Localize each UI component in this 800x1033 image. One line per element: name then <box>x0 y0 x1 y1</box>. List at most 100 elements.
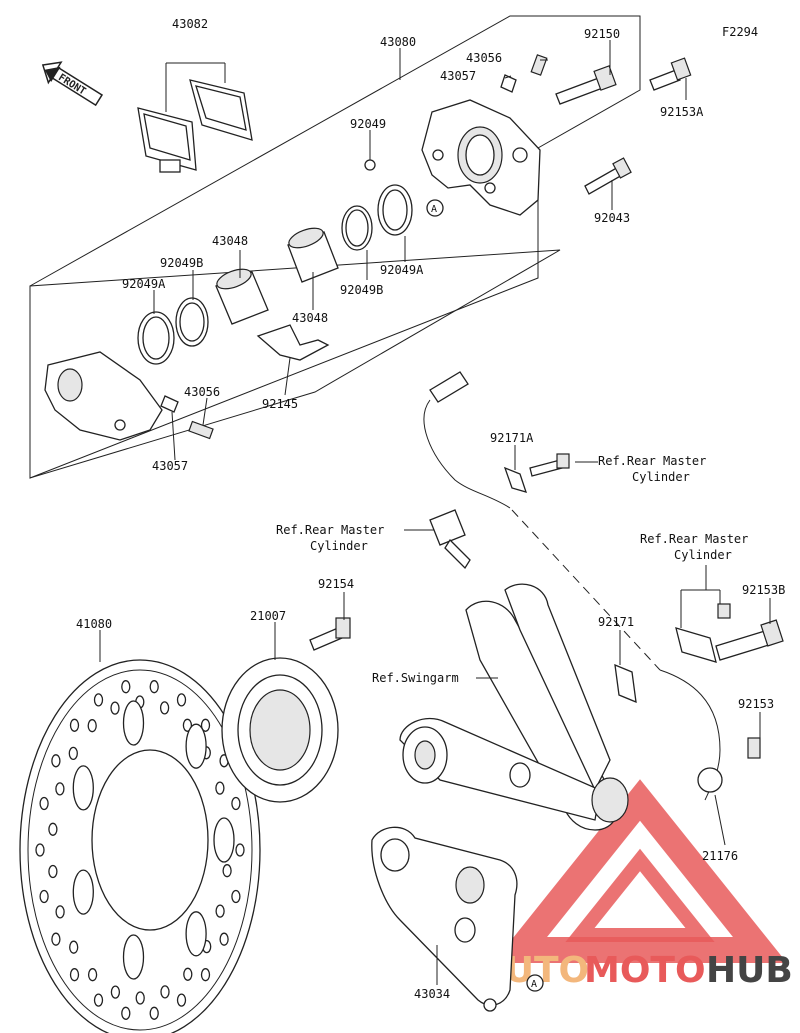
label-43080: 43080 <box>380 35 416 49</box>
label-92049A-a: 92049A <box>122 277 166 291</box>
ref-master-cylinder-1-line2: Cylinder <box>632 470 690 484</box>
figure-code: F2294 <box>722 25 758 39</box>
piston-43048-lower <box>215 268 269 325</box>
ref-master-cylinder-2-line1: Ref.Rear Master <box>276 523 384 537</box>
label-92150: 92150 <box>584 27 620 41</box>
disc-hole <box>87 968 98 982</box>
bolt-92150 <box>555 65 617 105</box>
front-arrow-icon: FRONT <box>41 61 104 107</box>
washer-92049 <box>364 159 376 171</box>
disc-hole <box>149 680 159 694</box>
caliper-body-lower <box>44 351 163 441</box>
label-21007: 21007 <box>250 609 286 623</box>
bolt-92153 <box>747 737 761 759</box>
disc-hole <box>149 1006 159 1020</box>
ref-master-cylinder-3-line1: Ref.Rear Master <box>640 532 748 546</box>
brake-disc-41080 <box>19 659 261 1033</box>
leader-lines <box>99 40 771 985</box>
disc-hole <box>176 993 187 1007</box>
disc-hole <box>35 843 45 857</box>
bolt-92171A <box>529 453 570 477</box>
label-43057-bot: 43057 <box>152 459 188 473</box>
callout-a-bottom-label: A <box>531 979 537 990</box>
ref-master-cylinder-3-line2: Cylinder <box>674 548 732 562</box>
disc-hole <box>235 843 245 857</box>
disc-hole <box>87 719 97 733</box>
label-92145: 92145 <box>262 397 298 411</box>
piston-43048-upper <box>287 227 339 283</box>
label-41080: 41080 <box>76 617 112 631</box>
callout-a-bottom <box>526 974 544 992</box>
disc-hole <box>55 905 65 919</box>
disc-hole <box>200 968 211 982</box>
sensor-21176-icon <box>697 767 723 793</box>
bolt-92153B <box>715 619 784 661</box>
disc-hole <box>51 754 61 768</box>
callout-a-top <box>426 199 444 217</box>
watermark-hub-text: HUB <box>706 950 793 991</box>
brake-pads-43082 <box>137 62 253 173</box>
watermark-moto-text: MOTO <box>584 950 706 991</box>
label-43056-bot: 43056 <box>184 385 220 399</box>
disc-hole <box>69 968 80 982</box>
callout-a-top-label: A <box>431 204 437 215</box>
clamp-92171 <box>614 663 637 704</box>
watermark-inner-triangle <box>565 848 715 942</box>
disc-cutout <box>72 765 94 811</box>
disc-hole <box>231 889 241 904</box>
disc-hole <box>93 693 104 707</box>
pin-92043 <box>584 157 632 195</box>
abs-sensor-hose <box>423 371 723 801</box>
label-92153: 92153 <box>738 697 774 711</box>
bleeder-valve-top <box>500 54 548 93</box>
disc-hole <box>182 718 193 732</box>
bleeder-valve-bottom <box>160 395 214 440</box>
label-43048-b: 43048 <box>292 311 328 325</box>
label-43057-top: 43057 <box>440 69 476 83</box>
disc-cutout <box>122 700 145 746</box>
label-92043: 92043 <box>594 211 630 225</box>
watermark-triangle <box>492 779 788 963</box>
label-92171: 92171 <box>598 615 634 629</box>
disc-hole <box>219 932 229 946</box>
label-92049B-b: 92049B <box>340 283 383 297</box>
disc-hole <box>110 985 121 999</box>
disc-hole <box>93 993 104 1007</box>
label-92049A-b: 92049A <box>380 263 424 277</box>
ref-master-cylinder-1-line1: Ref.Rear Master <box>598 454 706 468</box>
sensor-rotor-21007 <box>221 657 339 803</box>
disc-hole <box>215 781 225 795</box>
ref-master-cylinder-2-line2: Cylinder <box>310 539 368 553</box>
bolt-92153A <box>649 57 692 91</box>
disc-hole <box>48 822 58 836</box>
ref-swingarm: Ref.Swingarm <box>372 671 459 685</box>
label-92154: 92154 <box>318 577 354 591</box>
disc-hole <box>215 904 225 918</box>
disc-hole <box>68 746 78 761</box>
label-43048-a: 43048 <box>212 234 248 248</box>
label-43056-top: 43056 <box>466 51 502 65</box>
disc-hole <box>183 967 193 981</box>
disc-hole <box>48 864 58 879</box>
disc-hole <box>176 693 187 707</box>
disc-hole <box>55 782 65 796</box>
disc-hole <box>160 985 170 999</box>
label-92171A: 92171A <box>490 431 534 445</box>
disc-cutout <box>72 869 94 915</box>
watermark-logo: AUTO MOTO HUB <box>478 779 793 991</box>
label-21176: 21176 <box>702 849 738 863</box>
disc-hole <box>222 864 232 878</box>
bracket-master-cylinder <box>675 603 731 663</box>
disc-cutout <box>185 911 207 957</box>
disc-hole <box>69 940 79 954</box>
label-92049: 92049 <box>350 117 386 131</box>
caliper-body-upper <box>421 99 541 216</box>
disc-hole <box>110 701 120 715</box>
caliper-assembly-outline <box>29 15 641 479</box>
disc-hole <box>51 932 61 946</box>
label-92153B: 92153B <box>742 583 785 597</box>
caliper-lower-box <box>29 249 561 479</box>
disc-cutout <box>213 817 235 863</box>
disc-hole <box>69 718 80 732</box>
disc-hole <box>39 889 49 904</box>
